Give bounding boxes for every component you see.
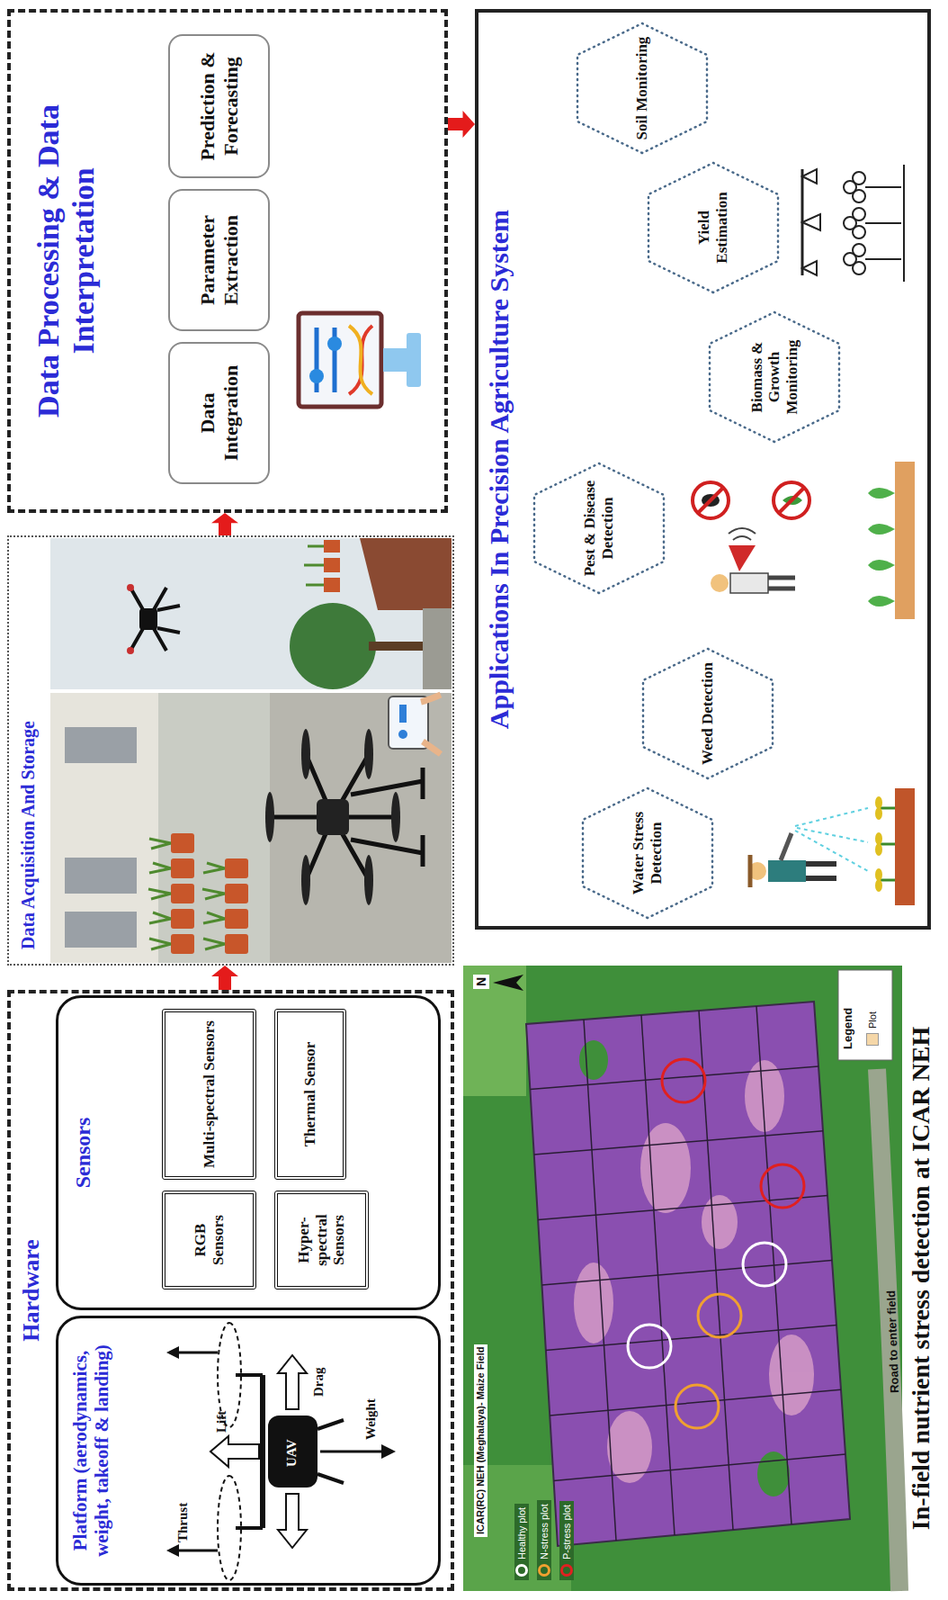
yield-icon <box>802 164 904 282</box>
applications-box: Applications In Precision Agriculture Sy… <box>474 8 931 930</box>
process-box: Data Integration <box>168 341 270 484</box>
flow-arrow <box>211 512 239 536</box>
hardware-panel: HardwarePlatform (aerodynamics, weight, … <box>7 989 455 1591</box>
legend-text: P-stress plot <box>561 1503 573 1559</box>
box-title: Sensors <box>71 1117 97 1189</box>
panel-title: Data Processing & Data Interpretation <box>30 21 101 501</box>
uav-figure <box>166 1322 396 1580</box>
legend-item: Plot <box>865 1007 880 1049</box>
flow-arrow <box>447 110 475 138</box>
panel-title: Hardware <box>17 1238 45 1342</box>
flow-arrow <box>211 965 239 990</box>
process-box: Prediction & Forecasting <box>168 34 270 179</box>
legend-swatch <box>515 1563 528 1576</box>
process-label: Parameter Extraction <box>196 196 242 324</box>
sensor-label: Multi-spectral Sensors <box>200 1019 219 1168</box>
application-hexagon: Water Stress Detection <box>581 786 715 920</box>
application-hexagon: Biomass & Growth Monitoring <box>707 310 841 444</box>
field-map <box>463 965 903 1591</box>
processing-icon <box>298 313 421 407</box>
legend-swatch <box>537 1563 551 1576</box>
map-title: ICAR(RC) NEH (Meghalaya)- Maize Field <box>474 1343 488 1537</box>
legend-text: Healthy plot <box>516 1506 528 1559</box>
legend-swatch <box>560 1563 573 1576</box>
sensor-box: Multi-spectral Sensors <box>161 1008 257 1180</box>
legend-text: N-stress plot <box>538 1502 550 1559</box>
application-hexagon: Weed Detection <box>641 646 775 780</box>
force-label: Lift <box>214 1410 230 1432</box>
field-photo <box>50 537 452 689</box>
sensor-box: Hyper-spectral Sensors <box>274 1189 369 1289</box>
drone-photo <box>50 692 452 963</box>
sensor-box: RGB Sensors <box>161 1189 257 1289</box>
platform-box: Platform (aerodynamics, weight, takeoff … <box>55 1314 441 1585</box>
application-hexagon: Soil Monitoring <box>575 21 709 155</box>
hexagon-label: Biomass & Growth Monitoring <box>748 323 802 430</box>
legend-item: N-stress plot <box>536 1499 552 1580</box>
acquisition-panel: Data Acquisition And Storage <box>7 535 455 966</box>
sensors-box: SensorsRGB Sensors Multi-spectral Sensors… <box>55 994 441 1310</box>
legend-title: Legend <box>841 1007 856 1049</box>
hexagon-label: Weed Detection <box>698 661 717 765</box>
legend-item: Healthy plot <box>514 1502 529 1580</box>
north-label: N <box>473 974 490 989</box>
legend-item: P-stress plot <box>559 1500 574 1580</box>
process-label: Data Integration <box>196 348 242 477</box>
hexagon-label: Water Stress Detection <box>629 799 665 906</box>
hexagon-label: Soil Monitoring <box>633 36 652 141</box>
sensor-label: RGB Sensors <box>191 1198 227 1280</box>
force-label: Thrust <box>175 1502 191 1542</box>
legend-swatch <box>866 1032 879 1046</box>
uav-label: UAV <box>284 1438 300 1467</box>
sensor-box: Thermal Sensor <box>274 1008 347 1180</box>
processing-panel: Data Processing & Data InterpretationDat… <box>7 8 448 513</box>
sensor-label: Thermal Sensor <box>301 1041 320 1147</box>
panel-title: Data Acquisition And Storage <box>17 720 39 949</box>
box-title: Applications In Precision Agriculture Sy… <box>483 209 516 729</box>
sensor-label: Hyper-spectral Sensors <box>295 1198 349 1280</box>
figure-caption: In-field nutrient stress detection at IC… <box>906 965 936 1591</box>
application-hexagon: Yield Estimation <box>646 160 780 295</box>
hexagon-label: Pest & Disease Detection <box>581 474 617 582</box>
pest-icon <box>692 461 915 619</box>
process-box: Parameter Extraction <box>168 188 270 331</box>
force-label: Weight <box>363 1397 379 1440</box>
legend-text: Plot <box>867 1010 878 1029</box>
process-label: Prediction & Forecasting <box>196 41 242 171</box>
hexagon-label: Yield Estimation <box>695 174 731 281</box>
box-title: Platform (aerodynamics, weight, takeoff … <box>69 1326 113 1574</box>
application-hexagon: Pest & Disease Detection <box>532 461 666 595</box>
force-label: Drag <box>311 1367 327 1397</box>
irrigation-icon <box>748 787 915 905</box>
